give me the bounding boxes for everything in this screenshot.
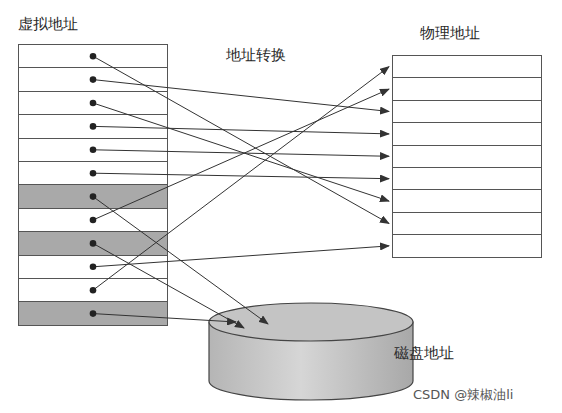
address-row (18, 278, 168, 302)
address-row (18, 255, 168, 279)
address-dot (90, 170, 97, 177)
address-row (392, 100, 542, 123)
address-dot (90, 287, 97, 294)
address-dot (90, 146, 97, 153)
address-row (392, 122, 542, 145)
address-row (392, 234, 542, 257)
disk-cylinder: 磁盘地址 (208, 302, 414, 402)
address-dot (90, 263, 97, 270)
address-row (18, 138, 168, 162)
address-dot (90, 310, 97, 317)
address-dot (90, 53, 97, 60)
address-row (392, 145, 542, 168)
address-row (392, 212, 542, 235)
address-table: 虚拟地址 (18, 44, 168, 325)
disk-shape (208, 302, 414, 402)
address-row (18, 114, 168, 138)
annotation-label: 地址转换 (226, 46, 286, 65)
address-dot (90, 76, 97, 83)
address-row (18, 161, 168, 185)
address-row (392, 189, 542, 212)
address-row (18, 231, 168, 255)
address-dot (90, 123, 97, 130)
address-row (392, 167, 542, 190)
address-dot (90, 100, 97, 107)
address-table: 物理地址 (392, 55, 542, 257)
watermark: CSDN @辣椒油li (413, 386, 513, 404)
address-row (392, 77, 542, 100)
node-heading: 虚拟地址 (18, 15, 78, 33)
address-row (18, 208, 168, 232)
address-row (18, 67, 168, 91)
address-row (18, 301, 168, 325)
node-heading: 物理地址 (420, 24, 480, 42)
address-row (18, 44, 168, 68)
address-dot (90, 193, 97, 200)
address-row (18, 91, 168, 115)
address-dot (90, 240, 97, 247)
node-heading: 磁盘地址 (394, 344, 454, 362)
address-row (392, 55, 542, 78)
address-row (18, 184, 168, 208)
address-dot (90, 217, 97, 224)
